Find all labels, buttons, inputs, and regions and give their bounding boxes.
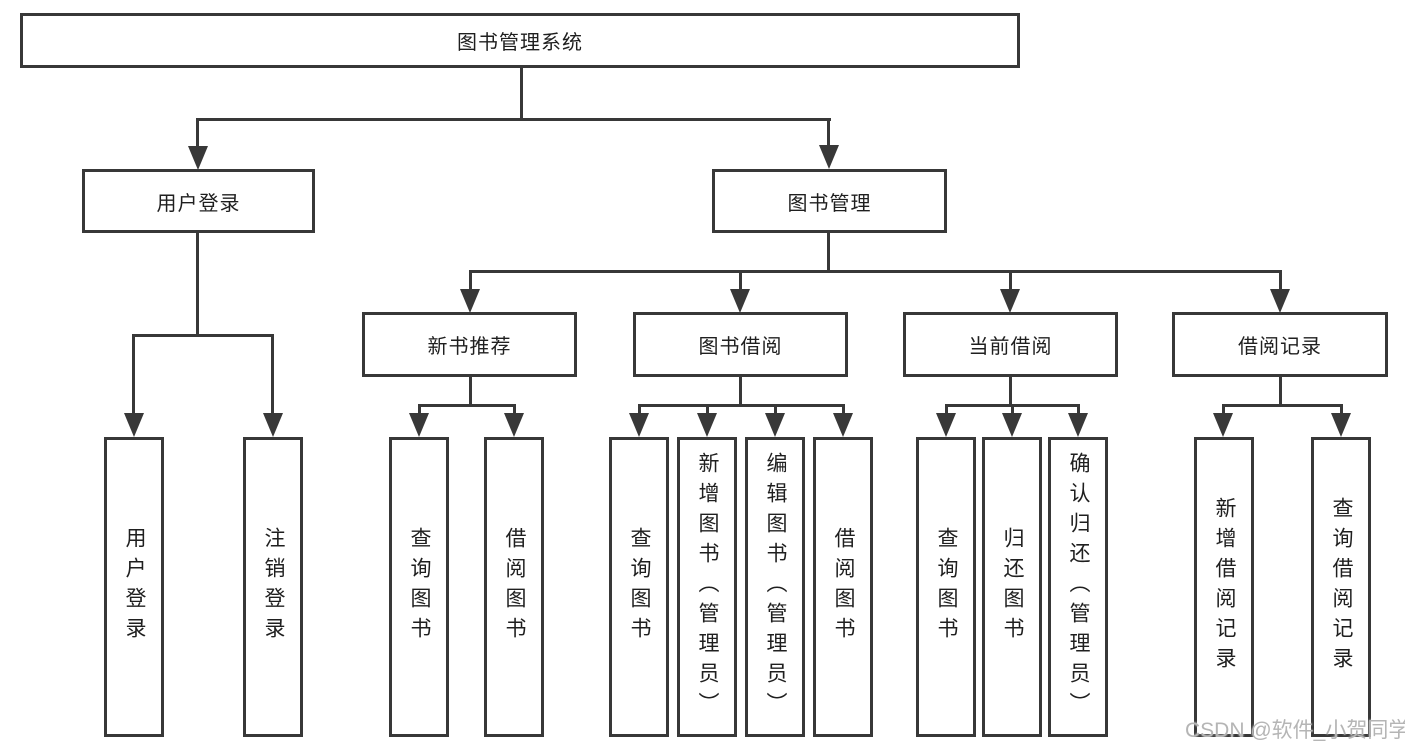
connector-book-mgmt-drop xyxy=(827,233,830,272)
node-label: 借阅记录 xyxy=(1238,336,1322,358)
connector-user-login-bar xyxy=(133,334,274,337)
node-label: 查询借阅记录 xyxy=(1330,497,1353,677)
connector-stem xyxy=(271,334,274,414)
connector-new-book-bar xyxy=(418,404,516,407)
arrowhead-down-icon xyxy=(765,413,785,437)
connector-stem xyxy=(469,270,472,291)
node-leaf-confirm-return-admin: 确认归还（管理员） xyxy=(1048,437,1108,737)
connector-stem xyxy=(1222,404,1225,415)
node-label: 新书推荐 xyxy=(427,336,512,358)
connector-stem xyxy=(1011,404,1014,415)
connector-borrow-records-bar xyxy=(1222,404,1342,407)
arrowhead-down-icon xyxy=(1000,289,1020,313)
connector-root-drop xyxy=(520,67,523,119)
arrowhead-down-icon xyxy=(504,413,524,437)
node-leaf-edit-books-admin: 编辑图书（管理员） xyxy=(745,437,805,737)
node-new-book-recommend: 新书推荐 xyxy=(362,312,577,377)
connector-book-borrow-bar xyxy=(638,404,844,407)
connector-stem xyxy=(418,404,421,415)
connector-stem xyxy=(1009,270,1012,291)
node-label: 借阅图书 xyxy=(503,527,526,647)
connector-stem xyxy=(196,118,199,150)
node-leaf-add-books-admin: 新增图书（管理员） xyxy=(677,437,737,737)
node-label: 查询图书 xyxy=(408,527,431,647)
connector-current-borrow-drop xyxy=(1009,377,1012,406)
connector-stem xyxy=(827,118,830,149)
node-label: 归还图书 xyxy=(1001,527,1024,647)
arrowhead-down-icon xyxy=(629,413,649,437)
arrowhead-down-icon xyxy=(730,289,750,313)
arrowhead-down-icon xyxy=(409,413,429,437)
node-borrow-records: 借阅记录 xyxy=(1172,312,1388,377)
connector-user-login-drop xyxy=(196,232,199,336)
connector-stem xyxy=(945,404,948,415)
arrowhead-down-icon xyxy=(833,413,853,437)
connector-stem xyxy=(638,404,641,415)
connector-stem xyxy=(706,404,709,415)
connector-stem xyxy=(1340,404,1343,415)
arrowhead-down-icon xyxy=(697,413,717,437)
node-label: 用户登录 xyxy=(156,192,241,215)
node-label: 用户登录 xyxy=(123,527,146,647)
connector-stem xyxy=(132,334,135,414)
arrowhead-down-icon xyxy=(1068,413,1088,437)
connector-stem xyxy=(774,404,777,415)
node-label: 确认归还（管理员） xyxy=(1067,452,1090,722)
node-label: 图书管理 xyxy=(787,192,872,215)
node-library-system: 图书管理系统 xyxy=(20,13,1020,68)
arrowhead-down-icon xyxy=(1002,413,1022,437)
connector-level3-bar xyxy=(469,270,1281,273)
csdn-watermark: CSDN @软件_小贺同学 xyxy=(1185,719,1405,742)
node-leaf-return-books: 归还图书 xyxy=(982,437,1042,737)
node-leaf-add-borrow-record: 新增借阅记录 xyxy=(1194,437,1254,737)
arrowhead-down-icon xyxy=(263,413,283,437)
node-label: 新增图书（管理员） xyxy=(696,452,719,722)
connector-stem xyxy=(1279,270,1282,291)
node-label: 图书管理系统 xyxy=(457,32,583,54)
connector-stem xyxy=(1077,404,1080,415)
node-book-management: 图书管理 xyxy=(712,169,947,233)
connector-book-borrow-drop xyxy=(739,377,742,406)
node-user-login: 用户登录 xyxy=(82,169,315,233)
node-leaf-borrow-books-1: 借阅图书 xyxy=(484,437,544,737)
node-label: 新增借阅记录 xyxy=(1213,497,1236,677)
node-current-borrow: 当前借阅 xyxy=(903,312,1118,377)
node-leaf-user-login: 用户登录 xyxy=(104,437,164,737)
arrowhead-down-icon xyxy=(1270,289,1290,313)
connector-stem xyxy=(513,404,516,415)
node-book-borrow: 图书借阅 xyxy=(633,312,848,377)
arrowhead-down-icon xyxy=(1331,413,1351,437)
arrowhead-down-icon xyxy=(188,146,208,170)
node-label: 注销登录 xyxy=(262,527,285,647)
node-label: 查询图书 xyxy=(628,527,651,647)
node-label: 查询图书 xyxy=(935,527,958,647)
arrowhead-down-icon xyxy=(460,289,480,313)
connector-stem xyxy=(739,270,742,291)
node-leaf-query-books-2: 查询图书 xyxy=(609,437,669,737)
node-leaf-logout: 注销登录 xyxy=(243,437,303,737)
node-label: 编辑图书（管理员） xyxy=(764,452,787,722)
connector-new-book-drop xyxy=(469,377,472,406)
node-leaf-query-books-1: 查询图书 xyxy=(389,437,449,737)
arrowhead-down-icon xyxy=(819,145,839,169)
node-label: 图书借阅 xyxy=(698,336,783,358)
node-leaf-query-borrow-record: 查询借阅记录 xyxy=(1311,437,1371,737)
arrowhead-down-icon xyxy=(1213,413,1233,437)
arrowhead-down-icon xyxy=(124,413,144,437)
node-label: 借阅图书 xyxy=(832,527,855,647)
connector-stem xyxy=(842,404,845,415)
node-leaf-borrow-books-2: 借阅图书 xyxy=(813,437,873,737)
arrowhead-down-icon xyxy=(936,413,956,437)
connector-level2-bar xyxy=(197,118,831,121)
connector-borrow-records-drop xyxy=(1279,377,1282,406)
node-label: 当前借阅 xyxy=(968,336,1053,358)
node-leaf-query-books-3: 查询图书 xyxy=(916,437,976,737)
